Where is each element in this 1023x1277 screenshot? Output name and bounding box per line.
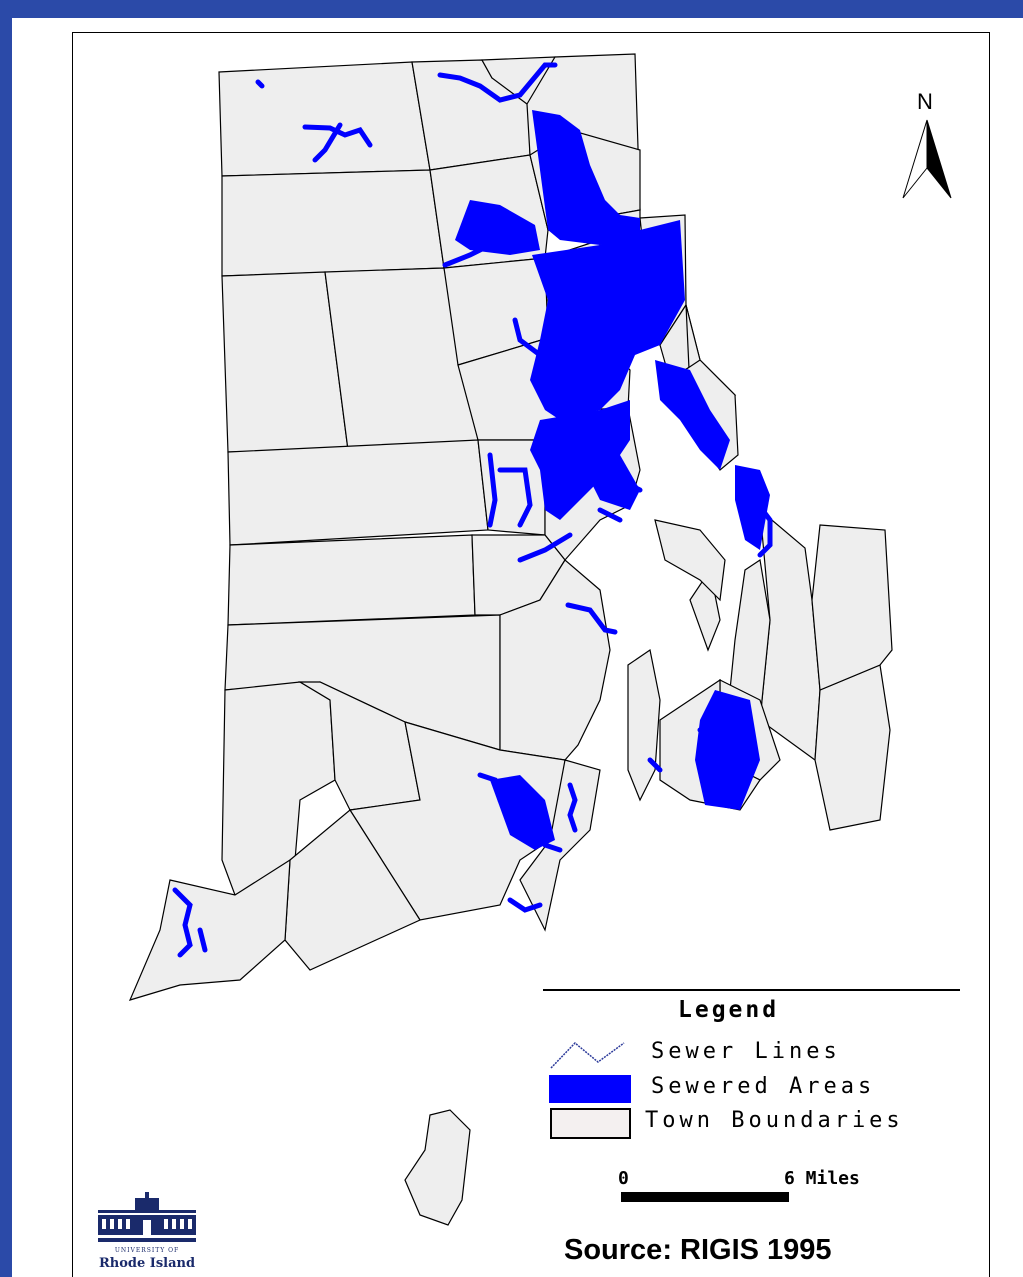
town-block-island <box>404 1109 471 1226</box>
north-arrow-icon <box>902 119 952 199</box>
legend-title: Legend <box>678 997 780 1023</box>
sewered-east-bay <box>735 465 770 550</box>
legend-sewered-area-symbol <box>549 1075 631 1103</box>
sewered-areas <box>455 110 770 850</box>
town-glocester <box>221 169 445 277</box>
sewer-lines <box>172 62 773 958</box>
sewered-narragansett <box>490 775 555 850</box>
town-aquidneck-west <box>654 519 726 602</box>
top-border <box>0 0 1023 18</box>
town-burrillville <box>218 61 431 177</box>
scale-start-label: 0 <box>618 1168 629 1189</box>
town-south-kingstown <box>348 721 566 921</box>
town-coventry <box>227 439 489 546</box>
north-label: N <box>917 89 933 114</box>
source-caption: Source: RIGIS 1995 <box>564 1234 832 1266</box>
legend-label-town-boundaries: Town Boundaries <box>645 1108 904 1133</box>
legend-sewer-line-symbol <box>550 1041 625 1069</box>
sewered-providence-metro <box>530 220 685 420</box>
sewered-newport <box>695 690 760 810</box>
logo-line-1: UNIVERSITY OF <box>114 1247 180 1254</box>
map-frame <box>72 32 990 1277</box>
town-westerly <box>128 858 291 1001</box>
logo-line-2: Rhode Island <box>98 1256 196 1271</box>
scale-end-label: 6 Miles <box>784 1168 860 1189</box>
legend-label-sewered-areas: Sewered Areas <box>651 1074 876 1099</box>
legend-town-boundary-symbol <box>550 1108 631 1139</box>
scale-bar <box>621 1192 789 1202</box>
sewered-bristol <box>655 360 730 470</box>
town-jamestown <box>627 648 661 802</box>
left-border <box>0 0 12 1277</box>
legend-label-sewer-lines: Sewer Lines <box>651 1039 841 1064</box>
town-west-greenwich <box>227 534 476 626</box>
town-little-compton <box>814 664 891 831</box>
town-tiverton-north <box>811 524 893 691</box>
sewered-blackstone <box>532 110 640 245</box>
sewered-warwick-south <box>580 455 640 510</box>
sewered-smithfield <box>455 200 540 255</box>
